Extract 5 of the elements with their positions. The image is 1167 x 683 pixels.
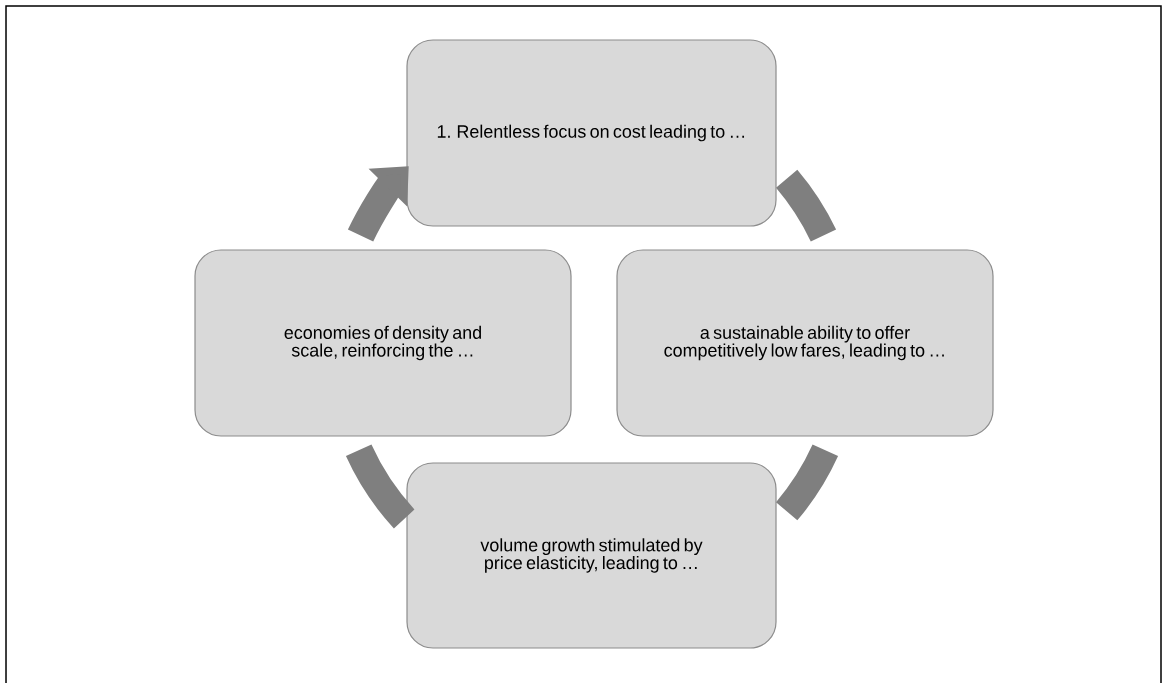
process-box: volume growth stimulated by price elasticity, leading to … xyxy=(406,462,777,649)
cycle-arrow xyxy=(347,166,409,242)
process-box: a sustainable ability to offer competitively low fares, leading to … xyxy=(616,249,994,437)
process-box: economies of density and scale, reinforcing the … xyxy=(194,249,572,437)
process-box: 1. Relentless focus on cost leading to … xyxy=(406,39,777,227)
